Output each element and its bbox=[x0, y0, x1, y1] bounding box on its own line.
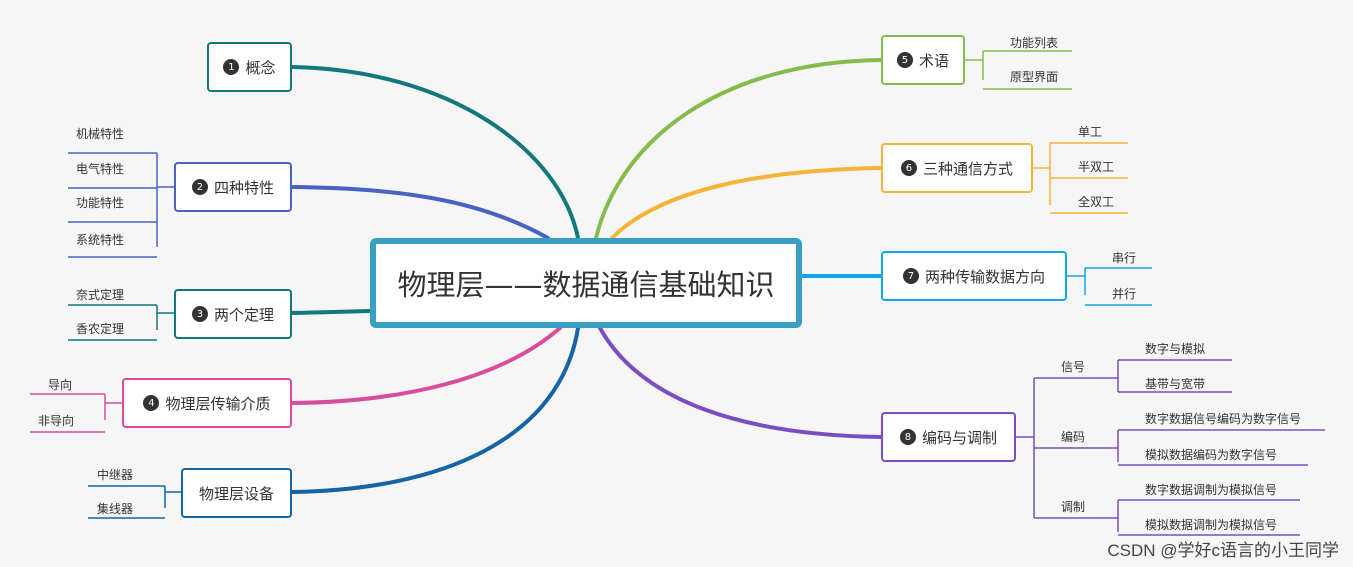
topic-label: 四种特性 bbox=[213, 178, 274, 197]
number-badge: 6 bbox=[900, 160, 917, 176]
topic-label: 物理层传输介质 bbox=[165, 394, 271, 413]
connector-n4 bbox=[290, 326, 562, 405]
topic-two-theorems[interactable]: 3 两个定理 bbox=[174, 289, 292, 339]
leaf-item[interactable]: 香农定理 bbox=[76, 322, 125, 336]
leaf-item[interactable]: 半双工 bbox=[1078, 160, 1115, 174]
topic-label: 两种传输数据方向 bbox=[924, 267, 1045, 286]
topic-physical-devices[interactable]: 物理层设备 bbox=[181, 468, 292, 518]
topic-four-characteristics[interactable]: 2 四种特性 bbox=[174, 162, 292, 212]
leaf-item[interactable]: 集线器 bbox=[97, 502, 134, 516]
topic-label: 两个定理 bbox=[213, 305, 274, 324]
leaf-item[interactable]: 功能特性 bbox=[76, 196, 125, 210]
subtopic-label[interactable]: 编码 bbox=[1061, 430, 1086, 444]
number-badge: 5 bbox=[896, 52, 913, 68]
leaf-item[interactable]: 模拟数据调制为模拟信号 bbox=[1145, 518, 1278, 532]
leaf-item[interactable]: 并行 bbox=[1112, 287, 1137, 301]
connector-n6 bbox=[610, 166, 883, 240]
number-badge: 1 bbox=[223, 59, 240, 75]
leaf-item[interactable]: 数字数据调制为模拟信号 bbox=[1145, 483, 1278, 497]
topic-label: 编码与调制 bbox=[921, 428, 997, 447]
topic-label: 术语 bbox=[918, 51, 949, 70]
connector-n8 bbox=[598, 326, 883, 439]
leaf-item[interactable]: 导向 bbox=[48, 378, 73, 392]
topic-concept[interactable]: 1 概念 bbox=[207, 42, 292, 92]
number-badge: 2 bbox=[191, 179, 208, 195]
leaf-item[interactable]: 串行 bbox=[1112, 251, 1137, 265]
topic-label: 物理层设备 bbox=[198, 484, 274, 503]
topic-transmission-direction[interactable]: 7 两种传输数据方向 bbox=[881, 251, 1067, 301]
topic-transmission-media[interactable]: 4 物理层传输介质 bbox=[122, 378, 292, 428]
leaf-item[interactable]: 数字与模拟 bbox=[1145, 342, 1206, 356]
leaf-item[interactable]: 全双工 bbox=[1078, 195, 1115, 209]
topic-label: 概念 bbox=[245, 58, 276, 77]
connector-n5 bbox=[594, 58, 883, 240]
leaf-item[interactable]: 单工 bbox=[1078, 125, 1103, 139]
number-badge: 7 bbox=[902, 268, 919, 284]
leaf-item[interactable]: 电气特性 bbox=[76, 162, 125, 176]
number-badge: 3 bbox=[191, 306, 208, 322]
leaf-item[interactable]: 中继器 bbox=[97, 468, 134, 482]
number-badge: 4 bbox=[143, 395, 160, 411]
leaf-item[interactable]: 模拟数据编码为数字信号 bbox=[1145, 448, 1278, 462]
subtopic-label[interactable]: 信号 bbox=[1061, 360, 1086, 374]
topic-terminology[interactable]: 5 术语 bbox=[881, 35, 965, 85]
leaf-item[interactable]: 数字数据信号编码为数字信号 bbox=[1145, 412, 1302, 426]
number-badge: 8 bbox=[899, 429, 916, 445]
connector-device bbox=[290, 326, 580, 494]
connector-n1 bbox=[290, 65, 580, 240]
leaf-item[interactable]: 机械特性 bbox=[76, 127, 125, 141]
central-topic[interactable]: 物理层——数据通信基础知识 bbox=[370, 238, 802, 328]
connector-n2 bbox=[290, 185, 550, 240]
topic-communication-modes[interactable]: 6 三种通信方式 bbox=[881, 143, 1033, 193]
leaf-item[interactable]: 非导向 bbox=[38, 414, 75, 428]
leaf-item[interactable]: 系统特性 bbox=[76, 233, 125, 247]
topic-encoding-modulation[interactable]: 8 编码与调制 bbox=[881, 412, 1016, 462]
leaf-item[interactable]: 原型界面 bbox=[1010, 70, 1059, 84]
leaf-item[interactable]: 功能列表 bbox=[1010, 36, 1059, 50]
connector-n3 bbox=[278, 309, 372, 315]
topic-label: 三种通信方式 bbox=[922, 159, 1013, 178]
subtopic-label[interactable]: 调制 bbox=[1061, 500, 1086, 514]
leaf-item[interactable]: 基带与宽带 bbox=[1145, 377, 1206, 391]
leaf-item[interactable]: 奈式定理 bbox=[76, 288, 125, 302]
watermark-text: CSDN @学好c语言的小王同学 bbox=[1107, 541, 1339, 560]
